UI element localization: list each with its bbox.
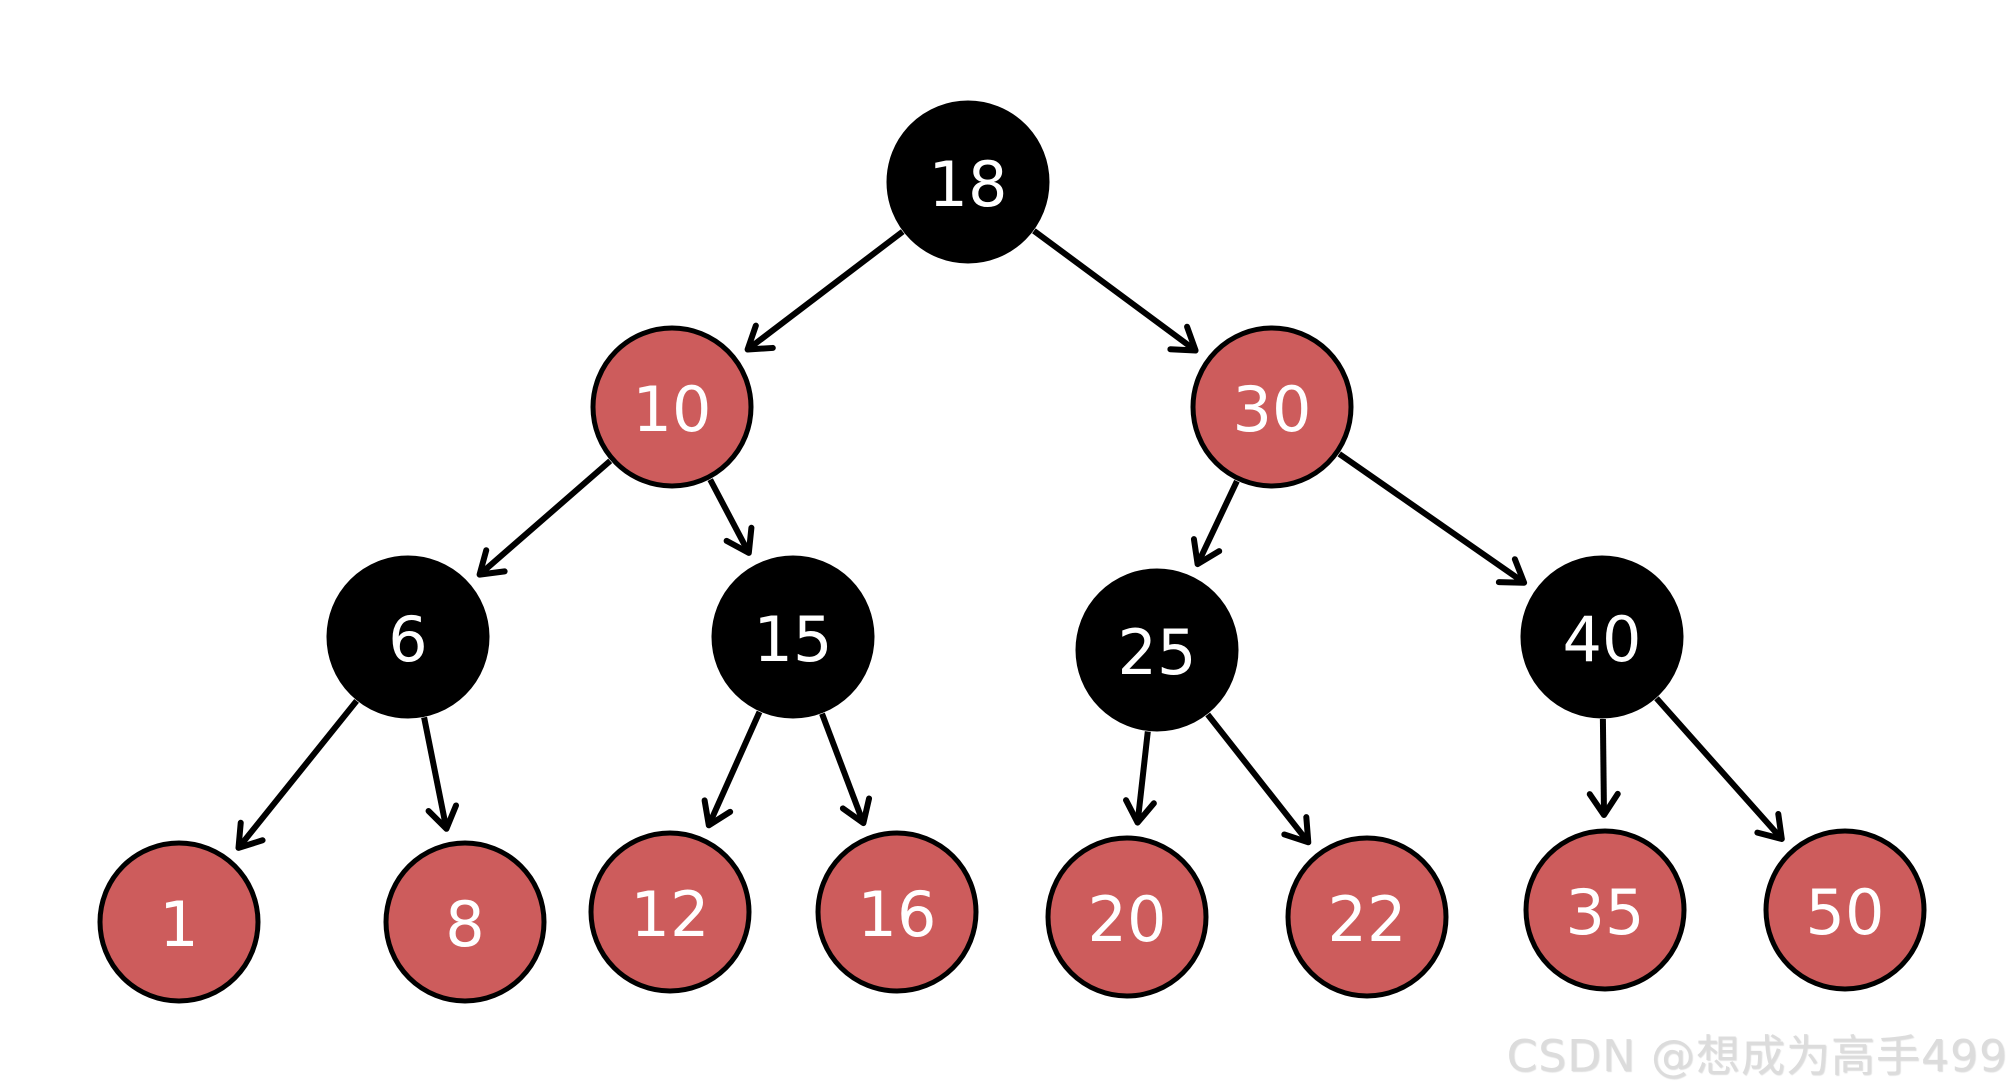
node-value-18: 18: [929, 148, 1008, 221]
tree-edge-6-1: [235, 699, 359, 851]
tree-node-15: 15: [711, 555, 875, 719]
node-value-50: 50: [1806, 876, 1885, 949]
tree-node-16: 16: [815, 830, 979, 994]
node-value-8: 8: [445, 888, 484, 961]
tree-node-6: 6: [326, 555, 490, 719]
tree-edges: [235, 228, 1785, 851]
tree-edge-30-25: [1190, 479, 1240, 568]
tree-node-20: 20: [1045, 835, 1209, 999]
node-circle-12: [588, 830, 752, 994]
node-value-6: 6: [388, 603, 427, 676]
tree-edge-18-10: [744, 229, 905, 353]
node-circle-8: [383, 840, 547, 1004]
node-value-40: 40: [1563, 603, 1642, 676]
node-circle-22: [1285, 835, 1449, 999]
tree-node-10: 10: [590, 325, 754, 489]
node-circle-25: [1075, 568, 1239, 732]
node-circle-20: [1045, 835, 1209, 999]
node-circle-10: [590, 325, 754, 489]
node-circle-15: [711, 555, 875, 719]
node-value-10: 10: [633, 373, 712, 446]
node-value-20: 20: [1088, 883, 1167, 956]
tree-edge-40-50: [1654, 696, 1785, 842]
tree-node-35: 35: [1523, 828, 1687, 992]
tree-edge-6-8: [421, 716, 460, 832]
tree-edge-25-20: [1123, 731, 1157, 826]
node-circle-35: [1523, 828, 1687, 992]
csdn-watermark: CSDN @想成为高手499: [1506, 1031, 2008, 1082]
tree-node-1: 1: [97, 840, 261, 1004]
tree-node-30: 30: [1190, 325, 1354, 489]
tree-edge-10-15: [707, 478, 755, 556]
node-value-1: 1: [159, 888, 198, 961]
node-value-22: 22: [1328, 883, 1407, 956]
node-circle-50: [1763, 828, 1927, 992]
tree-node-25: 25: [1075, 568, 1239, 732]
tree-node-22: 22: [1285, 835, 1449, 999]
tree-edge-40-35: [1586, 718, 1621, 818]
tree-edge-15-16: [819, 712, 873, 827]
tree-edge-30-40: [1337, 451, 1528, 586]
node-circle-18: [886, 100, 1050, 264]
node-value-12: 12: [631, 878, 710, 951]
node-circle-1: [97, 840, 261, 1004]
tree-edge-15-12: [701, 710, 763, 829]
tree-edge-10-6: [476, 458, 613, 578]
node-value-16: 16: [858, 878, 937, 951]
tree-edge-18-30: [1032, 228, 1199, 354]
node-circle-16: [815, 830, 979, 994]
node-value-35: 35: [1566, 876, 1645, 949]
node-value-15: 15: [754, 603, 833, 676]
tree-node-18: 18: [886, 100, 1050, 264]
node-circle-6: [326, 555, 490, 719]
tree-node-12: 12: [588, 830, 752, 994]
tree-edge-25-22: [1205, 712, 1312, 846]
node-circle-40: [1520, 555, 1684, 719]
node-circle-30: [1190, 325, 1354, 489]
tree-node-8: 8: [383, 840, 547, 1004]
node-value-25: 25: [1118, 616, 1197, 689]
tree-node-40: 40: [1520, 555, 1684, 719]
tree-node-50: 50: [1763, 828, 1927, 992]
node-value-30: 30: [1233, 373, 1312, 446]
